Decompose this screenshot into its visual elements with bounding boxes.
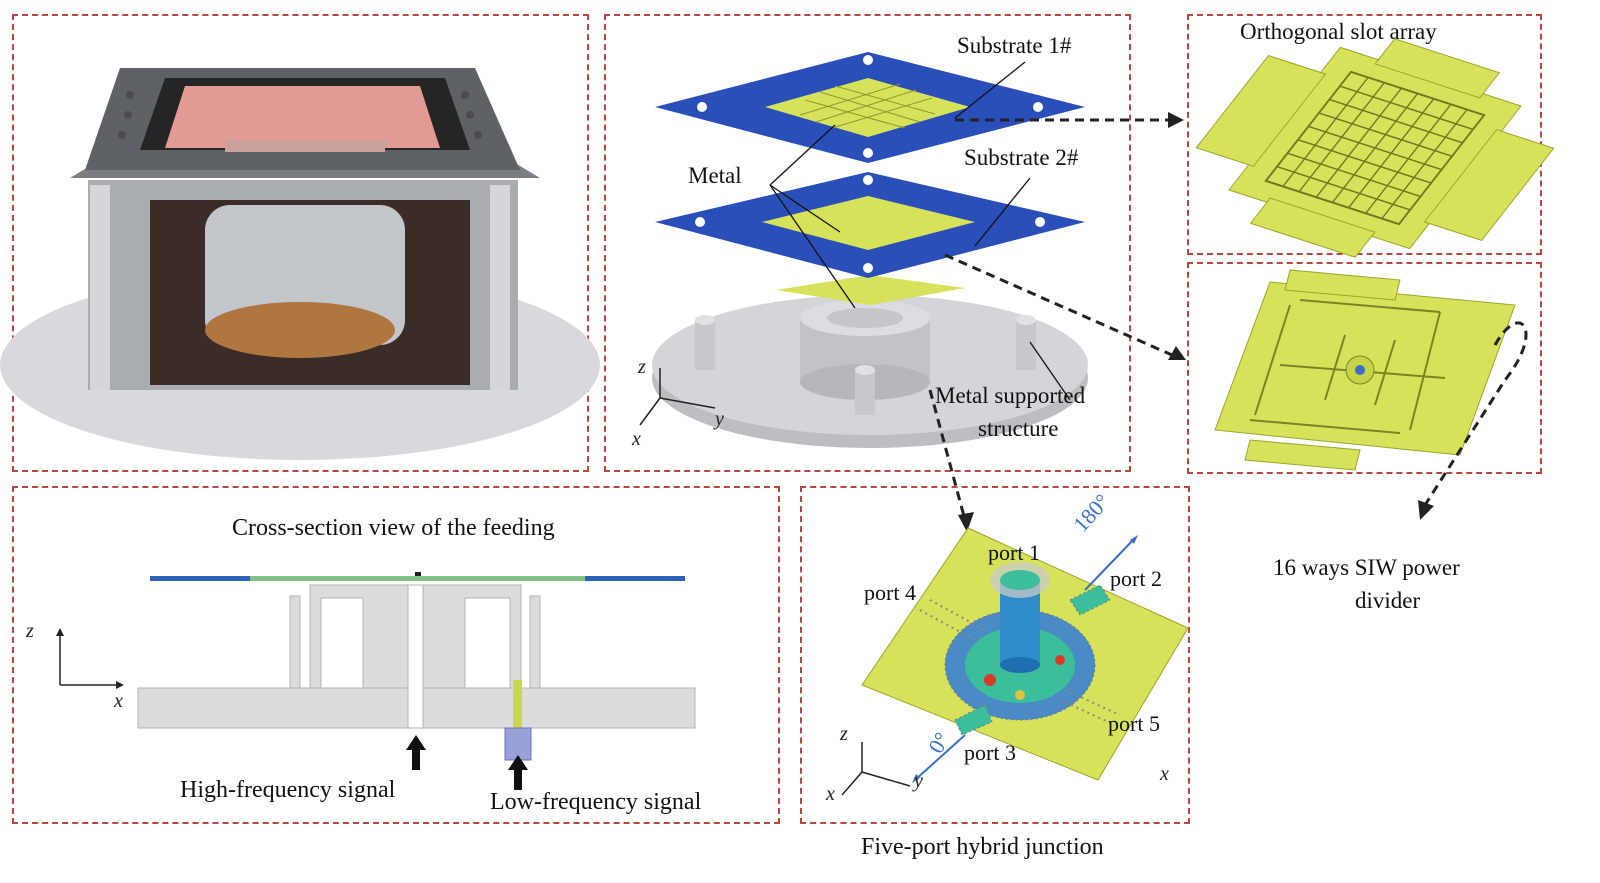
structure-label: structure xyxy=(978,416,1059,441)
port-4-label: port 4 xyxy=(864,580,916,605)
power-divider-label-line1: 16 ways SIW power xyxy=(1273,555,1460,580)
power-divider-panel xyxy=(1187,262,1542,474)
cross-axis-z-label: z xyxy=(25,620,34,642)
substrate2-label: Substrate 2# xyxy=(964,145,1079,170)
port-5-label: port 5 xyxy=(1108,711,1160,736)
slot-array-panel xyxy=(1187,14,1542,255)
low-frequency-label: Low-frequency signal xyxy=(490,789,702,815)
power-divider-label-line2: divider xyxy=(1355,588,1421,613)
junction-axis-y-label: y xyxy=(912,770,923,792)
metal-label: Metal xyxy=(688,163,742,188)
port-2-label: port 2 xyxy=(1110,566,1162,591)
axis-y-label: y xyxy=(713,408,724,430)
pink-pcb-top xyxy=(165,86,440,148)
axis-x-label: x xyxy=(631,428,641,450)
high-frequency-label: High-frequency signal xyxy=(180,777,396,803)
slot-array-title: Orthogonal slot array xyxy=(1240,19,1437,44)
five-port-caption: Five-port hybrid junction xyxy=(861,834,1104,860)
junction-axis-z-label: z xyxy=(839,723,848,745)
cross-axis-x-label: x xyxy=(113,690,123,712)
port-3-label: port 3 xyxy=(964,740,1016,765)
substrate1-label: Substrate 1# xyxy=(957,33,1072,58)
photo-panel xyxy=(12,14,589,472)
metal-supported-label: Metal supported xyxy=(935,383,1086,408)
feed-layer xyxy=(776,275,965,305)
axis-z-label: z xyxy=(637,356,646,378)
port-1-label: port 1 xyxy=(988,540,1040,565)
cross-section-panel xyxy=(12,486,780,824)
hybrid-junction-panel xyxy=(800,486,1190,824)
junction-axis-x-label: x xyxy=(825,783,835,805)
cross-section-title: Cross-section view of the feeding xyxy=(232,515,555,541)
exploded-view-panel xyxy=(604,14,1131,472)
junction-axis-x2-label: x xyxy=(1159,763,1169,785)
